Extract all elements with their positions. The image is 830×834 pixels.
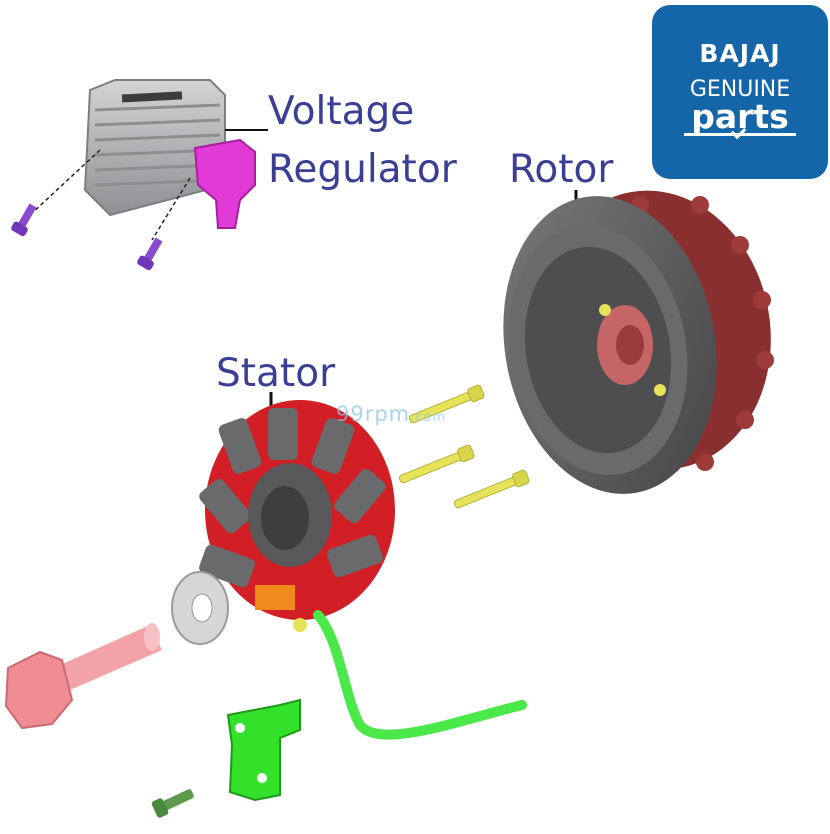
bajaj-genuine-parts-logo: BAJAJ GENUINE parts — [652, 5, 828, 179]
logo-parts: parts — [691, 97, 789, 136]
voltage-regulator — [11, 79, 268, 271]
logo-brand: BAJAJ — [699, 39, 781, 68]
watermark-suffix: .com — [410, 410, 447, 425]
watermark: 99rpm.com — [336, 402, 446, 426]
rotor — [503, 190, 774, 494]
stator-wire — [313, 610, 527, 740]
stator-bolts — [398, 384, 530, 509]
logo-underline — [684, 133, 796, 136]
wire-bracket — [226, 698, 301, 802]
regulator-screw — [11, 203, 37, 237]
bracket-screw — [151, 789, 194, 818]
stator — [199, 392, 395, 632]
label-rotor: Rotor — [509, 147, 614, 192]
center-bolt — [4, 623, 162, 730]
label-voltage-regulator-line2: Regulator — [268, 147, 457, 192]
watermark-main: 99rpm — [336, 402, 411, 426]
washer — [171, 571, 229, 645]
regulator-screw — [137, 237, 163, 271]
connector — [193, 138, 256, 229]
label-voltage-regulator-line1: Voltage — [268, 89, 415, 134]
label-stator: Stator — [216, 351, 336, 396]
logo-genuine: GENUINE — [689, 77, 791, 102]
